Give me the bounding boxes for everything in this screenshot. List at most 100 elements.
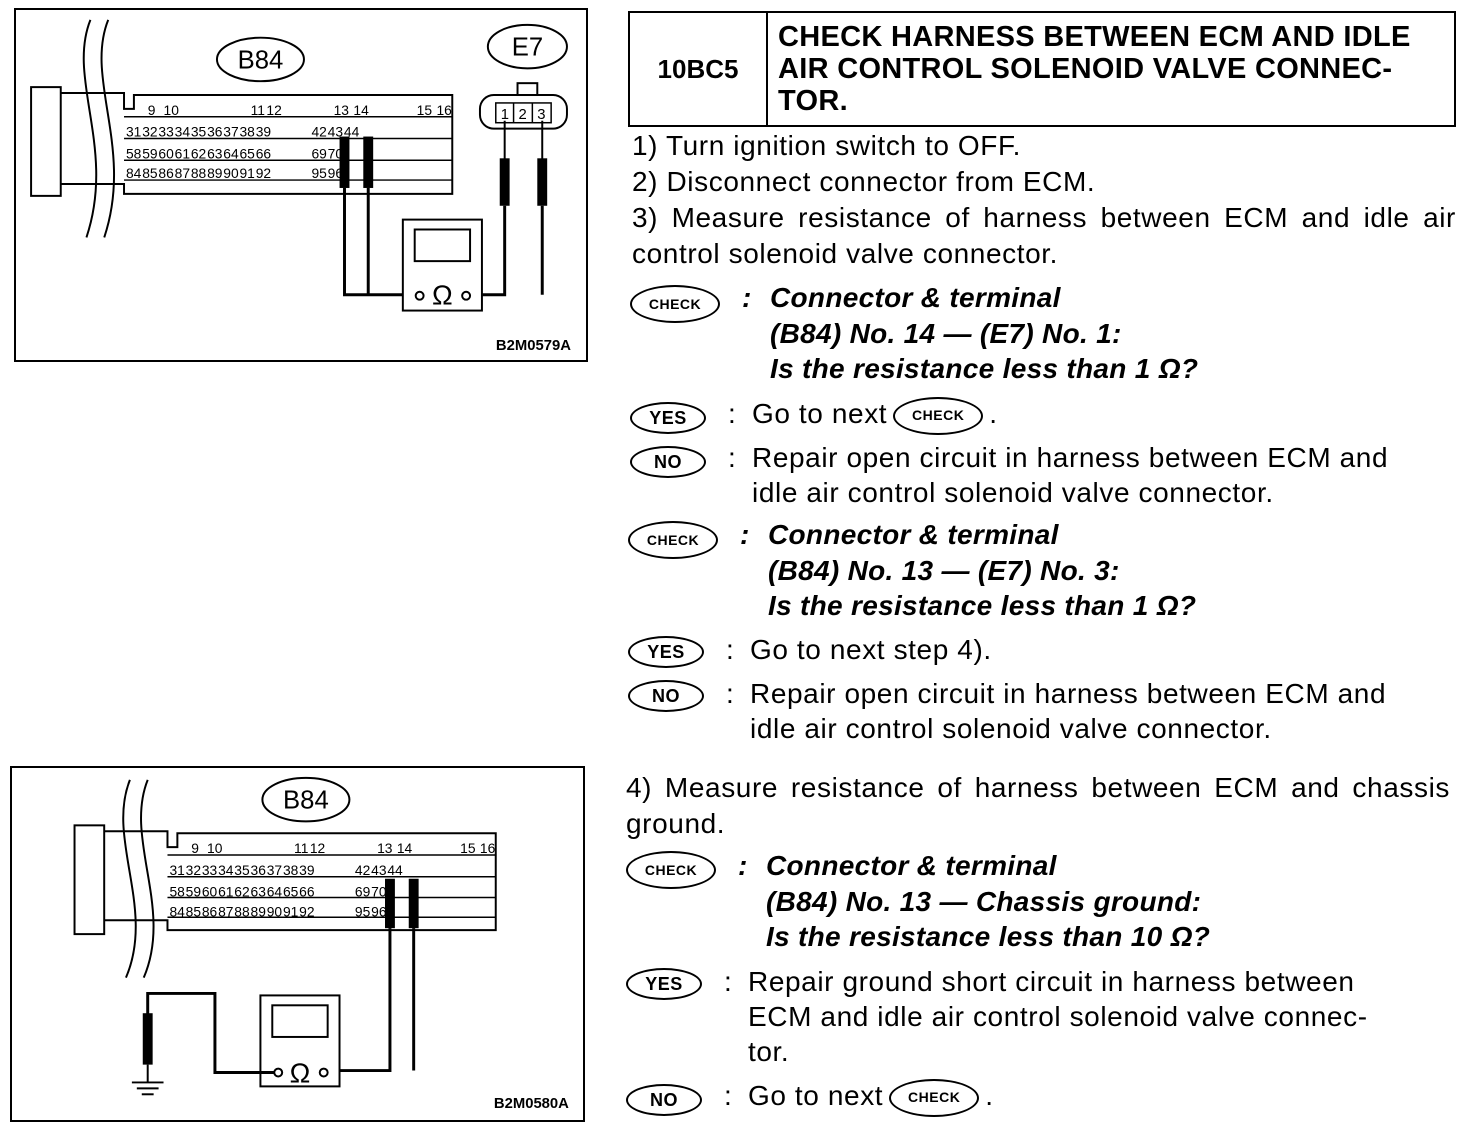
pin-number: 58 <box>169 884 185 900</box>
pin-number: 85 <box>142 165 158 181</box>
pin-number: 88 <box>234 903 250 919</box>
colon: : <box>728 442 736 473</box>
no-badge: NO <box>626 1084 702 1116</box>
colon: : <box>738 850 748 881</box>
probe-b84-13 <box>385 878 395 929</box>
step-title-line: TOR. <box>778 85 848 117</box>
step-title: CHECK HARNESS BETWEEN ECM AND IDLE AIR C… <box>768 13 1454 125</box>
pin-number: 95 <box>311 165 327 181</box>
pin-number: 64 <box>223 145 239 161</box>
pin-number: 58 <box>126 145 142 161</box>
ground-lead <box>146 991 275 1075</box>
colon: : <box>728 398 736 429</box>
pin-number: 60 <box>202 884 218 900</box>
pin-number: 32 <box>186 862 201 878</box>
probe-e7-3 <box>537 158 548 206</box>
criteria-line: (B84) No. 13 — (E7) No. 3: <box>768 554 1120 586</box>
probe-b84-14 <box>363 136 374 188</box>
pin-number: 35 <box>234 862 250 878</box>
pin-number: 84 <box>169 903 185 919</box>
pin-number: 15 <box>460 840 476 856</box>
pin-number: 86 <box>158 165 174 181</box>
pin-number: 96 <box>371 903 387 919</box>
check-criteria-2: Connector & terminal (B84) No. 13 — (E7)… <box>768 517 1196 624</box>
e7-pin-box <box>495 102 552 124</box>
check-badge-inline: CHECK <box>889 1078 980 1117</box>
pin-number: 60 <box>158 145 174 161</box>
pin-number: 31 <box>126 124 142 140</box>
pin-number: 92 <box>299 903 314 919</box>
instruction-step-3: 3) Measure resistance of harness between… <box>632 202 1456 269</box>
criteria-line: Is the resistance less than 1 Ω? <box>770 353 1199 384</box>
pin-number: 95 <box>355 903 371 919</box>
ohm-symbol: Ω <box>290 1057 311 1088</box>
pin-number: 33 <box>202 862 218 878</box>
pin-number: 10 <box>207 840 223 856</box>
pin-number: 89 <box>207 165 223 181</box>
pin-number: 13 <box>377 840 393 856</box>
pin-number: 42 <box>311 124 326 140</box>
e7-pin-number: 1 <box>501 107 509 123</box>
pin-number: 44 <box>344 124 360 140</box>
pin-number: 14 <box>353 102 369 118</box>
criteria-line: (B84) No. 14 — (E7) No. 1: <box>770 317 1122 349</box>
probe-b84-14 <box>408 878 419 929</box>
pin-number: 12 <box>310 840 325 856</box>
harness-curve <box>100 19 116 238</box>
instruction-step-2: 2) Disconnect connector from ECM. <box>632 166 1096 197</box>
pin-number: 38 <box>283 862 299 878</box>
pin-number: 15 <box>417 102 433 118</box>
lead-wire <box>343 187 413 297</box>
ohm-symbol: Ω <box>432 280 453 311</box>
pin-number: 43 <box>371 862 387 878</box>
pin-number: 32 <box>142 124 157 140</box>
pin-number: 14 <box>397 840 413 856</box>
pin-number: 64 <box>267 884 283 900</box>
pin-number: 10 <box>164 102 180 118</box>
colon: : <box>724 966 732 997</box>
pin-number: 12 <box>266 102 281 118</box>
check-badge: CHECK <box>630 285 720 323</box>
pin-number: 90 <box>267 903 283 919</box>
ground-probe <box>142 1013 153 1065</box>
pin-number: 11 <box>294 840 309 856</box>
no-answer-1: Repair open circuit in harness between E… <box>752 442 1389 508</box>
b84-label: B84 <box>283 787 329 815</box>
probe-b84-13 <box>339 136 350 188</box>
pin-number: 91 <box>283 903 299 919</box>
b84-label-oval <box>261 776 351 823</box>
colon: : <box>724 1080 732 1111</box>
criteria-line: Is the resistance less than 1 Ω? <box>768 590 1197 621</box>
colon: : <box>726 634 734 665</box>
pin-number: 62 <box>234 884 249 900</box>
check-badge: CHECK <box>626 851 716 889</box>
pin-number: 38 <box>240 124 256 140</box>
yes-badge: YES <box>630 402 706 434</box>
figure-caption: B2M0579A <box>496 338 571 354</box>
pin-number: 70 <box>371 884 387 900</box>
ecm-connector-outline <box>104 830 497 932</box>
pin-number: 69 <box>311 145 327 161</box>
harness-curve <box>140 779 155 979</box>
pin-number: 84 <box>126 165 142 181</box>
b84-pin-grid <box>167 854 496 919</box>
e7-pin-number: 2 <box>519 107 527 123</box>
pin-number: 86 <box>202 903 218 919</box>
pin-number: 37 <box>267 862 282 878</box>
criteria-line: Connector & terminal <box>770 282 1061 313</box>
no-badge: NO <box>628 680 704 712</box>
e7-label: E7 <box>512 33 543 61</box>
pin-number: 89 <box>251 903 267 919</box>
pin-number: 91 <box>240 165 256 181</box>
probe-e7-1 <box>499 158 510 206</box>
figure-caption: B2M0580A <box>494 1096 569 1112</box>
yes-answer-2: Go to next step 4). <box>750 634 992 665</box>
pin-number: 59 <box>186 884 202 900</box>
instruction-step-4: 4) Measure resistance of harness between… <box>626 772 1450 839</box>
pin-number: 16 <box>436 102 452 118</box>
